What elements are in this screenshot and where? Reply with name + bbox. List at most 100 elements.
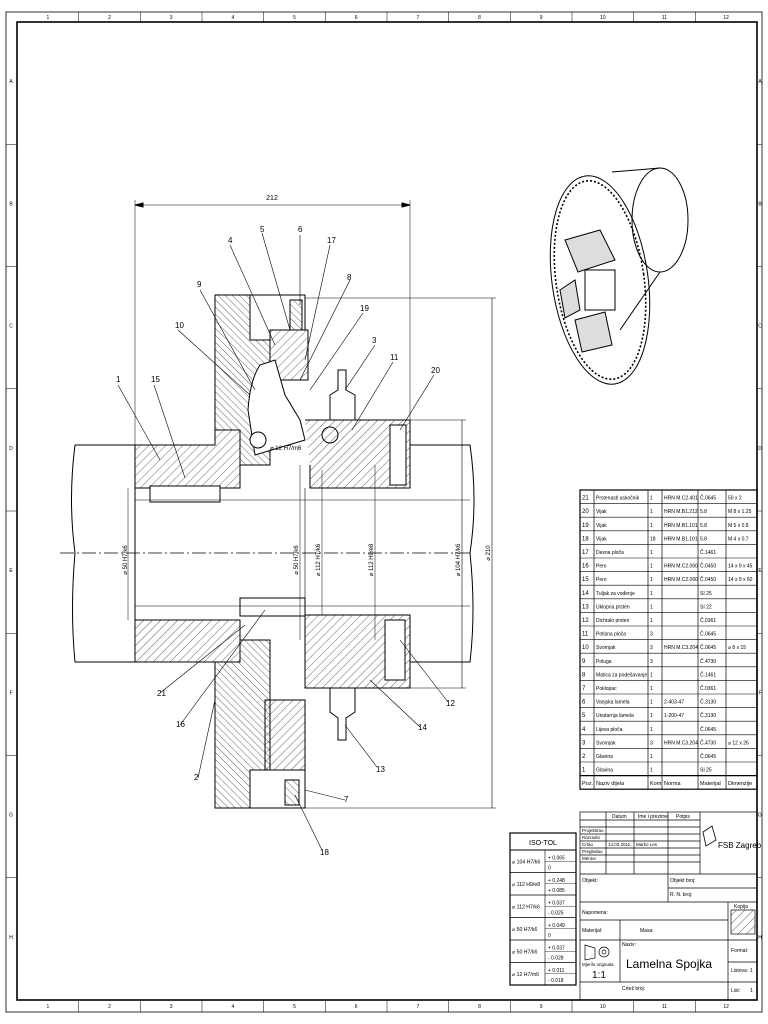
bom-cell: Č.0645	[700, 644, 716, 651]
bom-cell: 14	[582, 591, 589, 597]
tol-lower: 0	[548, 866, 551, 872]
bom-cell: 3	[650, 659, 653, 665]
plate-pack-lower	[264, 699, 306, 771]
iso-flange-outer	[549, 175, 651, 385]
sleeve-14-upper	[305, 419, 411, 489]
kopija-hatched-box	[730, 909, 756, 935]
bom-cell: 4	[582, 727, 586, 733]
tb-designer: Marko Les	[636, 842, 658, 847]
bom-header-cell: Dimenzije	[728, 781, 752, 787]
bom-cell: 1	[650, 618, 653, 624]
bom-cell: 3	[650, 632, 653, 638]
grid-col-label: 12	[723, 1004, 729, 1010]
bom-cell: Potisna ploča	[596, 632, 626, 638]
section-view	[60, 200, 496, 809]
grid-col-label: 6	[355, 15, 358, 21]
balloon-4: 4	[228, 236, 233, 245]
bom-cell: 1	[650, 713, 653, 719]
grid-col-label: 4	[231, 1004, 234, 1010]
bom-cell: Prstenasti uskočnik	[596, 496, 640, 502]
dim-fit-112-k6: ⌀ 112 H7/k6	[316, 543, 322, 576]
grid-row-label: E	[9, 568, 13, 574]
bom-cell: Č.4730	[700, 658, 716, 665]
bom-cell: Č.0645	[700, 726, 716, 733]
balloon-19: 19	[360, 304, 369, 313]
bom-cell: M 8 x 1.25	[728, 509, 752, 515]
tb-listova: Listova:	[731, 968, 748, 974]
tb-objekt-broj: Objekt broj:	[670, 878, 696, 884]
dim-fit-104: ⌀ 104 H7/k6	[456, 543, 462, 576]
tb-role-mentor: Mentor	[582, 856, 597, 861]
bom-cell: 11	[582, 632, 589, 638]
bom-cell: 20	[582, 509, 589, 515]
bom-cell: Č.0645	[700, 495, 716, 502]
bom-cell: 17	[582, 550, 589, 556]
grid-col-label: 3	[170, 15, 173, 21]
title-block-texts: Datum Ime i prezime Potpis Projektirao R…	[582, 814, 762, 994]
bom-cell: Svornjak	[596, 645, 616, 651]
grid-col-label: 11	[662, 1004, 667, 1010]
title-block	[579, 811, 758, 1001]
bom-cell: Vijak	[596, 536, 607, 542]
bom-cell: 5.8	[700, 523, 707, 529]
grid-row-label: H	[758, 935, 762, 941]
bom-cell: Č.4730	[700, 739, 716, 746]
bom-cell: Poklopac	[596, 686, 617, 692]
dim-fit-50-mid: ⌀ 50 H7/k6	[294, 545, 300, 575]
hub-1-lower	[134, 619, 241, 663]
tol-fit: ⌀ 50 H7/k6	[512, 927, 537, 933]
bom-cell: Glavina	[596, 754, 613, 760]
bom-cell: 15	[582, 577, 589, 583]
dim-fit-12: ⌀ 12 H7/m6	[270, 446, 302, 452]
tb-mjerilo: Mjerilo originala	[582, 962, 614, 967]
tb-role-crtao: Crtao	[582, 842, 594, 847]
tol-fit: ⌀ 112 H9/e8	[512, 882, 540, 888]
grid-col-label: 5	[293, 15, 296, 21]
bom-cell: Č.1461	[700, 549, 716, 556]
bom-cell: Desna ploča	[596, 550, 624, 556]
tol-row: ⌀ 12 H7/m6+ 0.011- 0.018	[512, 968, 565, 984]
tol-upper: + 0.037	[548, 945, 565, 951]
bom-cell: Pero	[596, 564, 607, 570]
bom-cell: 1-200-47	[664, 713, 684, 719]
grid-col-label: 5	[293, 1004, 296, 1010]
balloon-7: 7	[344, 795, 349, 804]
projection-symbol	[584, 944, 610, 961]
bom-cell: HRN M.C2.060	[664, 564, 698, 570]
grid-col-label: 6	[355, 1004, 358, 1010]
grid-row-label: C	[9, 324, 13, 330]
balloon-15: 15	[151, 375, 160, 384]
tol-title: ISO-TOL	[529, 840, 557, 847]
bom-cell: 3	[650, 740, 653, 746]
grid-row-label: H	[9, 935, 13, 941]
right-shaft-outline	[410, 444, 475, 663]
bom-cell: 5	[582, 713, 586, 719]
bom-header-cell: Materijal	[700, 781, 721, 787]
bom-cell: 18	[650, 536, 656, 542]
sleeve-bolt-20	[389, 424, 407, 486]
balloon-12: 12	[446, 699, 455, 708]
bom-cell: 50 x 2	[728, 496, 742, 502]
tol-lower: + 0.085	[548, 888, 565, 894]
tb-header-datum: Datum	[612, 814, 627, 820]
grid-row-label: G	[9, 813, 13, 819]
bom-cell: HRN M.B1.101	[664, 523, 698, 529]
grid-col-label: 10	[600, 15, 606, 21]
grid-col-label: 9	[540, 1004, 543, 1010]
grid-row-label: C	[758, 324, 762, 330]
key-15	[149, 485, 221, 503]
tol-upper: + 0.248	[548, 878, 565, 884]
bom-cell: M 5 x 0.8	[728, 523, 749, 529]
ring-13-lower	[329, 688, 356, 741]
tol-row: ⌀ 112 H7/k6+ 0.037- 0.025	[512, 900, 565, 916]
balloon-9: 9	[197, 280, 202, 289]
balloon-18: 18	[320, 848, 329, 857]
tb-header-ime: Ime i prezime	[638, 814, 668, 820]
grid-col-label: 1	[46, 1004, 49, 1010]
bom-cell: Č.0645	[700, 753, 716, 760]
